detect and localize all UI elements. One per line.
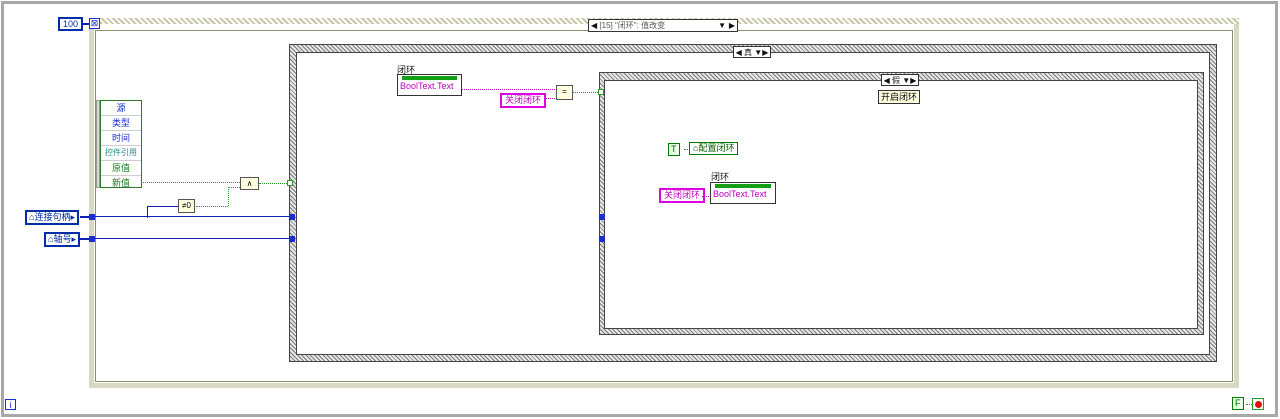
case-tunnel: [599, 214, 605, 220]
bool-wire: [228, 187, 229, 206]
iteration-terminal: i: [5, 399, 16, 410]
home-icon: ⌂: [29, 212, 35, 222]
property-node-property: BoolText.Text: [713, 189, 767, 199]
count-terminal-icon: ⊠: [89, 18, 100, 29]
stop-terminal[interactable]: [1252, 398, 1264, 410]
count-wire: [82, 23, 90, 25]
event-data-type: 类型: [101, 116, 141, 131]
selector-next-arrow-icon[interactable]: ▶: [910, 76, 917, 85]
event-data-ctlref: 控件引用: [101, 146, 141, 161]
loop-tunnel: [89, 236, 95, 242]
event-data-oldval: 原值: [101, 161, 141, 176]
equal-node[interactable]: =: [556, 85, 573, 100]
property-node-bar: [715, 184, 771, 188]
selector-prev-arrow-icon[interactable]: ◀: [735, 48, 742, 57]
bool-true-constant[interactable]: T: [668, 143, 680, 156]
case-selector-label: 假: [892, 76, 901, 85]
event-case-label: [15] "闭环": 值改变: [599, 21, 666, 30]
close-loop-string-constant-inner[interactable]: 关闭闭环: [659, 188, 706, 203]
config-loop-subvi[interactable]: ⌂配置闭环: [689, 142, 739, 155]
home-icon: ⌂: [48, 234, 54, 244]
chevron-down-icon[interactable]: ▼: [718, 21, 726, 30]
control-arrow-icon: ▸: [71, 234, 76, 244]
event-data-node-edge: [96, 100, 100, 188]
wire: [80, 238, 90, 240]
bool-wire: [573, 92, 600, 93]
case-selector-outer[interactable]: ◀ 真 ▼▶: [733, 46, 771, 58]
connection-handle-label: 连接句柄: [34, 212, 71, 222]
string-wire: [702, 196, 711, 197]
wire: [80, 216, 90, 218]
case-tunnel: [599, 236, 605, 242]
not-equal-zero-node[interactable]: ≠0: [178, 199, 195, 213]
wire-branch: [147, 206, 148, 218]
property-node-label: 闭环: [397, 65, 416, 75]
chevron-down-icon[interactable]: ▼: [754, 48, 763, 57]
wire-branch: [147, 206, 179, 207]
control-arrow-icon: ▸: [70, 212, 75, 222]
case-selector-inner[interactable]: ◀ 假 ▼▶: [881, 74, 919, 86]
chevron-down-icon[interactable]: ▼: [902, 76, 911, 85]
property-node-property: BoolText.Text: [400, 81, 454, 91]
case-structure-inner-diagram: [604, 80, 1198, 329]
bool-wire: [684, 149, 690, 150]
case-selector-terminal: [598, 89, 604, 95]
case-tunnel: [289, 236, 295, 242]
bool-false-constant[interactable]: F: [1232, 397, 1244, 410]
and-node[interactable]: ∧: [240, 177, 259, 190]
selector-next-arrow-icon[interactable]: ▶: [728, 21, 735, 30]
event-case-selector[interactable]: ◀ [15] "闭环": 值改变 ▼ ▶: [588, 19, 738, 32]
connection-handle-control[interactable]: ⌂连接句柄▸: [25, 210, 79, 225]
string-wire: [544, 98, 557, 99]
axis-number-control[interactable]: ⌂轴号▸: [44, 232, 80, 247]
home-icon: ⌂: [693, 143, 699, 153]
stop-icon: [1255, 401, 1262, 408]
bool-wire: [228, 187, 240, 188]
selector-prev-arrow-icon[interactable]: ◀: [591, 21, 598, 30]
event-data-source: 源: [101, 101, 141, 116]
case-selector-label: 真: [744, 48, 753, 57]
event-data-newval: 新值: [111, 178, 130, 188]
selector-prev-arrow-icon[interactable]: ◀: [883, 76, 890, 85]
axis-number-label: 轴号: [53, 234, 72, 244]
event-data-time: 时间: [101, 131, 141, 146]
bool-wire: [143, 182, 240, 183]
case-selector-terminal: [287, 180, 293, 186]
bool-wire: [1246, 404, 1252, 405]
close-loop-string-constant[interactable]: 关闭闭环: [500, 93, 547, 108]
bool-wire: [196, 206, 228, 207]
case-tunnel: [289, 214, 295, 220]
string-wire: [462, 89, 557, 90]
loop-count-constant[interactable]: 100: [58, 17, 84, 31]
case-subdiagram-label: 开启闭环: [878, 90, 921, 104]
property-node-bar: [402, 76, 457, 80]
selector-next-arrow-icon[interactable]: ▶: [762, 48, 769, 57]
property-node-bool-text-inner[interactable]: BoolText.Text: [710, 182, 776, 204]
property-node-label: 闭环: [711, 172, 730, 182]
config-loop-label: 配置闭环: [698, 143, 735, 153]
loop-tunnel: [89, 214, 95, 220]
property-node-bool-text[interactable]: BoolText.Text: [397, 74, 462, 96]
bool-wire: [259, 183, 289, 184]
event-data-node[interactable]: 源 类型 时间 控件引用 原值 新值: [100, 100, 142, 188]
